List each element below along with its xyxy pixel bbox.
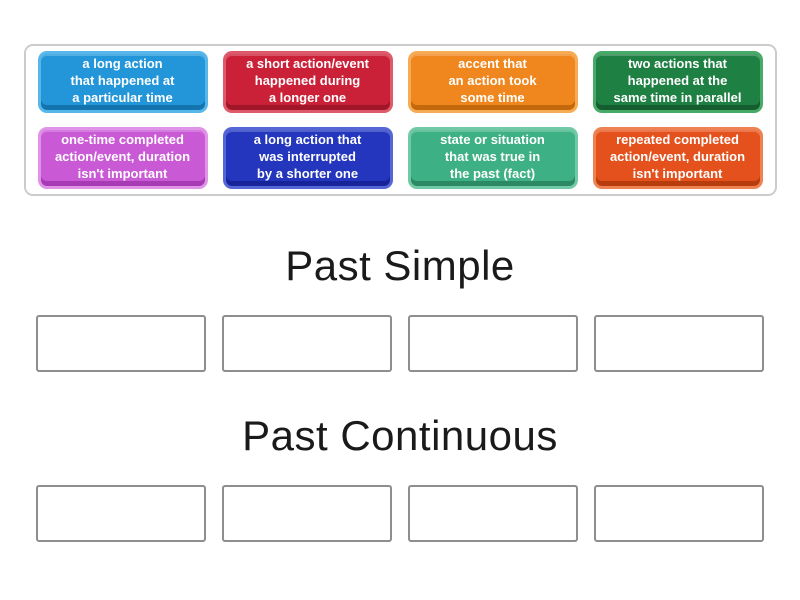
- draggable-card[interactable]: a short action/event happened during a l…: [222, 51, 393, 113]
- draggable-card[interactable]: a long action that was interrupted by a …: [222, 127, 393, 189]
- drop-slot[interactable]: [594, 485, 765, 542]
- past-simple-slot-row: [24, 315, 777, 372]
- group-sort-activity: a long action that happened at a particu…: [0, 44, 800, 600]
- drop-slot[interactable]: [221, 485, 392, 542]
- draggable-card[interactable]: accent that an action took some time: [407, 51, 578, 113]
- draggable-card[interactable]: two actions that happened at the same ti…: [592, 51, 763, 113]
- draggable-card[interactable]: repeated completed action/event, duratio…: [592, 127, 763, 189]
- drop-slot[interactable]: [594, 315, 765, 372]
- draggable-card[interactable]: one-time completed action/event, duratio…: [37, 127, 208, 189]
- drop-slot[interactable]: [35, 485, 206, 542]
- drop-slot[interactable]: [408, 315, 579, 372]
- group-title-past-continuous: Past Continuous: [242, 412, 558, 459]
- draggable-card[interactable]: state or situation that was true in the …: [407, 127, 578, 189]
- drop-slot[interactable]: [408, 485, 579, 542]
- past-continuous-slot-row: [24, 485, 777, 542]
- draggable-card[interactable]: a long action that happened at a particu…: [37, 51, 208, 113]
- drop-slot[interactable]: [35, 315, 206, 372]
- drop-slot[interactable]: [221, 315, 392, 372]
- card-tray: a long action that happened at a particu…: [23, 44, 777, 196]
- group-title-past-simple: Past Simple: [285, 242, 515, 289]
